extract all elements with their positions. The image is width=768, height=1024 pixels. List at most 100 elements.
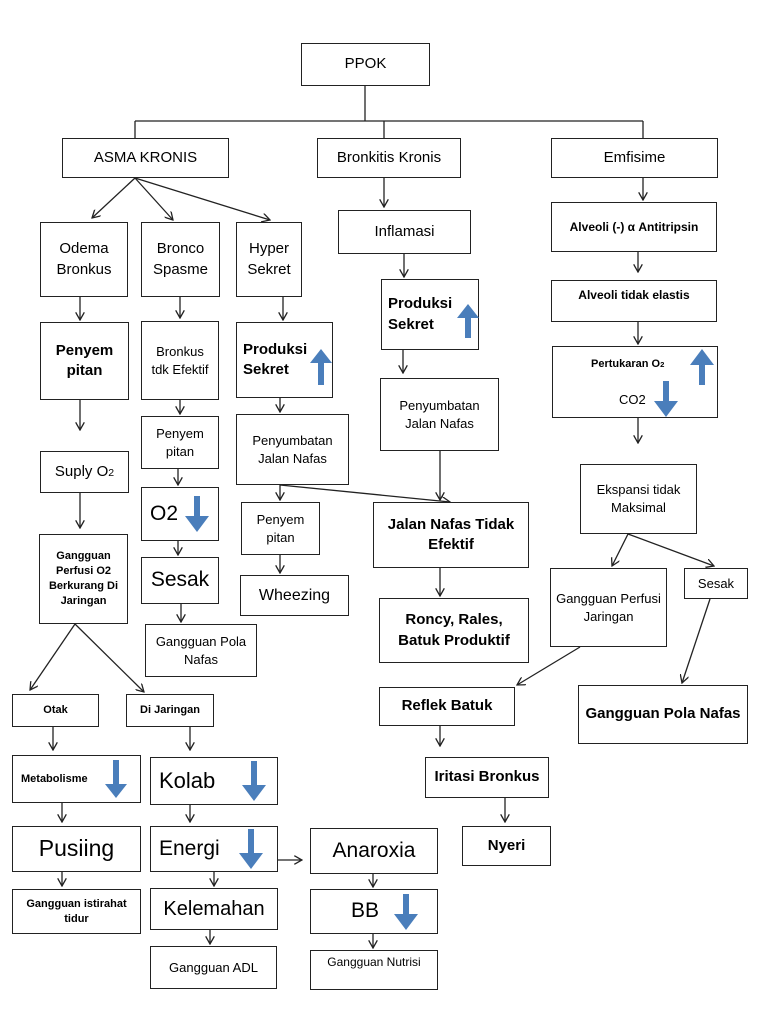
- node-bb-label: BB: [350, 899, 379, 923]
- node-gangguan-istirahat-tidur: Gangguan istirahat tidur: [12, 889, 141, 934]
- link-perfusi-reflek: [517, 646, 581, 685]
- node-ppok-label: PPOK: [344, 55, 387, 73]
- node-pertukaran-o2-label: Pertukaran O2: [591, 358, 665, 370]
- link-penyumbatan-jalannafas: [279, 484, 450, 502]
- node-anaroxia: Anaroxia: [310, 828, 438, 874]
- node-reflek-batuk: Reflek Batuk: [379, 687, 515, 726]
- node-gangguan-pola-nafas-b: Gangguan Pola Nafas: [578, 685, 748, 744]
- node-nyeri-label: Nyeri: [487, 836, 526, 854]
- node-ekspansi-tidak-maksimal-label: Ekspansi tidak Maksimal: [596, 482, 681, 515]
- node-alveoli-tidak-elastis-label: Alveoli tidak elastis: [578, 288, 690, 302]
- node-bb: BB: [310, 889, 438, 934]
- node-sesak-b-label: Sesak: [697, 575, 735, 591]
- node-gangguan-perfusi-o2: Gangguan Perfusi O2 Berkurang Di Jaringa…: [39, 534, 128, 624]
- node-bronkus-tdk-efektif: Bronkus tdk Efektif: [141, 321, 219, 400]
- node-hyper-sekret: Hyper Sekret: [236, 222, 302, 297]
- arrow-up-icon: [309, 349, 333, 385]
- node-bronkitis-kronis-label: Bronkitis Kronis: [336, 148, 442, 166]
- link-ekspansi-sesak: [627, 533, 714, 566]
- node-bronco-spasme: Bronco Spasme: [141, 222, 220, 297]
- node-pusiing-label: Pusiing: [38, 835, 115, 862]
- node-pertukaran-o2: Pertukaran O2 CO2: [552, 346, 718, 418]
- node-ekspansi-tidak-maksimal: Ekspansi tidak Maksimal: [580, 464, 697, 534]
- node-bronkitis-kronis: Bronkitis Kronis: [317, 138, 461, 178]
- node-inflamasi: Inflamasi: [338, 210, 471, 254]
- node-kolab: Kolab: [150, 757, 278, 805]
- arrow-down-icon: [241, 761, 267, 801]
- node-energi-label: Energi: [159, 836, 220, 860]
- node-gangguan-pola-nafas-a: Gangguan Pola Nafas: [145, 624, 257, 677]
- node-gangguan-adl: Gangguan ADL: [150, 946, 277, 989]
- node-gangguan-pola-nafas-a-label: Gangguan Pola Nafas: [155, 633, 247, 667]
- node-iritasi-bronkus-label: Iritasi Bronkus: [434, 768, 540, 786]
- node-kelemahan: Kelemahan: [150, 888, 278, 930]
- node-suply-o2: Suply O2: [40, 451, 129, 493]
- node-roncy-rales-label: Roncy, Rales, Batuk Produktif: [398, 611, 510, 649]
- node-gangguan-pola-nafas-b-label: Gangguan Pola Nafas: [585, 705, 741, 723]
- node-kolab-label: Kolab: [159, 768, 216, 794]
- arrow-down-icon: [393, 893, 419, 930]
- node-alveoli-antitripsin-label: Alveoli (-) α Antitripsin: [569, 219, 699, 234]
- arrow-up-icon: [689, 349, 715, 390]
- node-metabolisme: Metabolisme: [12, 755, 141, 803]
- node-emfisime-label: Emfisime: [603, 148, 666, 166]
- arrow-down-icon: [653, 381, 679, 422]
- node-penyem-pitan-a: Penyem pitan: [40, 322, 129, 400]
- node-suply-o2-label: Suply O2: [54, 462, 115, 480]
- node-kelemahan-label: Kelemahan: [163, 897, 265, 920]
- link-perfusi-dijaringan: [74, 623, 144, 692]
- link-perfusi-otak: [30, 623, 76, 690]
- node-di-jaringan: Di Jaringan: [126, 694, 214, 727]
- node-odema-bronkus-label: Odema Bronkus: [56, 240, 112, 278]
- node-gangguan-nutrisi-label: Gangguan Nutrisi: [327, 955, 421, 969]
- node-penyem-pitan-c: Penyem pitan: [241, 502, 320, 555]
- node-asma-kronis: ASMA KRONIS: [62, 138, 229, 178]
- link-asma-bronco: [134, 177, 173, 220]
- node-alveoli-antitripsin: Alveoli (-) α Antitripsin: [551, 202, 717, 252]
- node-emfisime: Emfisime: [551, 138, 718, 178]
- link-sesak-gangguanpola: [682, 598, 711, 683]
- node-produksi-sekret-a-label: Produksi Sekret: [243, 340, 308, 378]
- node-alveoli-tidak-elastis: Alveoli tidak elastis: [551, 280, 717, 322]
- arrow-down-icon: [238, 829, 264, 869]
- node-gangguan-perfusi-jaringan-label: Gangguan Perfusi Jaringan: [556, 590, 661, 624]
- node-o2-label: O2: [149, 501, 178, 525]
- link-asma-hyper: [134, 177, 270, 220]
- node-penyumbatan-a: Penyumbatan Jalan Nafas: [236, 414, 349, 485]
- node-roncy-rales: Roncy, Rales, Batuk Produktif: [379, 598, 529, 663]
- arrow-down-icon: [104, 760, 128, 798]
- node-otak-label: Otak: [43, 704, 68, 717]
- node-penyumbatan-b: Penyumbatan Jalan Nafas: [380, 378, 499, 451]
- link-asma-odema: [92, 177, 136, 218]
- link-ekspansi-perfusi: [612, 533, 629, 566]
- node-jalan-nafas-tidak-efektif-label: Jalan Nafas Tidak Efektif: [387, 515, 515, 553]
- node-sesak-b: Sesak: [684, 568, 748, 599]
- node-asma-kronis-label: ASMA KRONIS: [93, 148, 198, 166]
- node-wheezing: Wheezing: [240, 575, 349, 616]
- arrow-up-icon: [456, 303, 480, 338]
- node-produksi-sekret-a: Produksi Sekret: [236, 322, 333, 398]
- node-o2: O2: [141, 487, 219, 541]
- node-produksi-sekret-b: Produksi Sekret: [381, 279, 480, 350]
- node-penyem-pitan-c-label: Penyem pitan: [256, 511, 305, 545]
- node-jalan-nafas-tidak-efektif: Jalan Nafas Tidak Efektif: [373, 502, 529, 568]
- node-co2-label: CO2: [619, 392, 646, 407]
- node-energi: Energi: [150, 826, 278, 872]
- node-wheezing-label: Wheezing: [258, 586, 331, 604]
- node-pusiing: Pusiing: [12, 826, 141, 872]
- node-di-jaringan-label: Di Jaringan: [140, 704, 200, 717]
- node-inflamasi-label: Inflamasi: [374, 222, 435, 240]
- node-penyumbatan-b-label: Penyumbatan Jalan Nafas: [399, 397, 480, 431]
- node-otak: Otak: [12, 694, 99, 727]
- node-produksi-sekret-b-label: Produksi Sekret: [388, 295, 453, 333]
- node-ppok: PPOK: [301, 43, 430, 86]
- node-penyem-pitan-b: Penyem pitan: [141, 416, 219, 469]
- node-gangguan-nutrisi: Gangguan Nutrisi: [310, 950, 438, 990]
- node-odema-bronkus: Odema Bronkus: [40, 222, 128, 297]
- node-bronkus-tdk-efektif-label: Bronkus tdk Efektif: [151, 343, 209, 377]
- node-gangguan-perfusi-jaringan: Gangguan Perfusi Jaringan: [550, 568, 667, 647]
- node-sesak-a-label: Sesak: [150, 568, 210, 592]
- node-bronco-spasme-label: Bronco Spasme: [152, 240, 209, 278]
